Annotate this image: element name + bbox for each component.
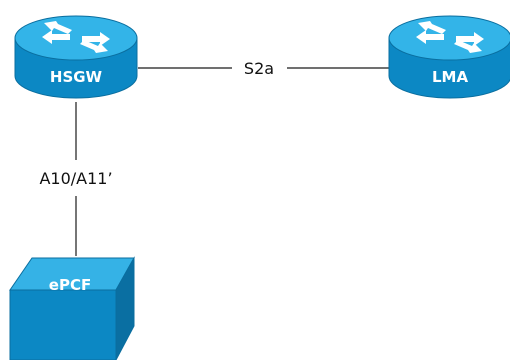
hsgw-label: HSGW (50, 68, 103, 86)
router-icon (14, 15, 138, 99)
lma-node: LMA (388, 15, 510, 99)
router-arrows-icon (42, 21, 110, 53)
cube-icon (9, 256, 135, 360)
s2a-label: S2a (244, 59, 274, 78)
router-icon (388, 15, 510, 99)
epcf-label: ePCF (49, 276, 91, 294)
lma-label: LMA (432, 68, 468, 86)
a10-a11-label: A10/A11’ (39, 169, 112, 188)
epcf-node: ePCF (9, 256, 135, 360)
router-arrows-icon (416, 21, 484, 53)
hsgw-node: HSGW (14, 15, 138, 99)
